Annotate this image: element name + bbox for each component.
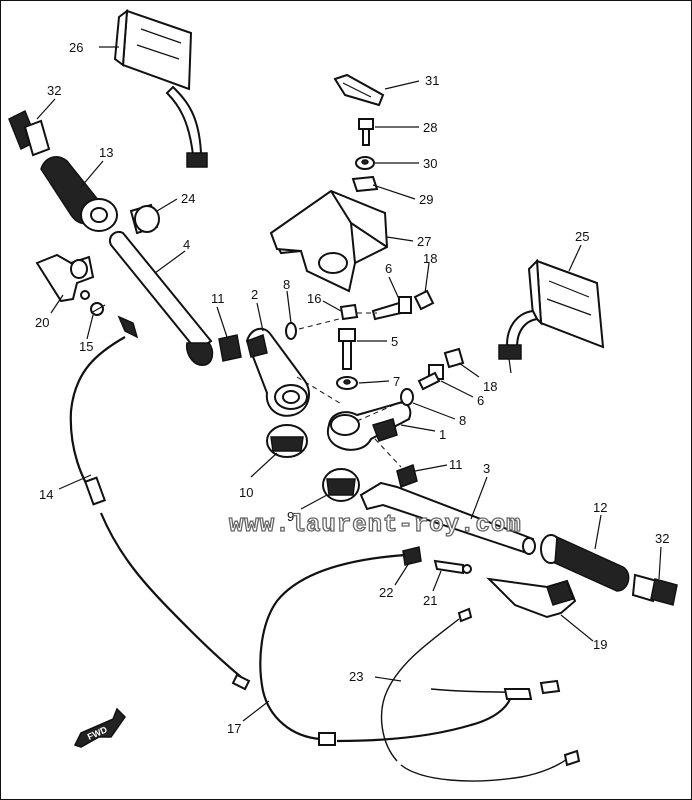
callout-2: 2 xyxy=(251,287,258,302)
nut-18-right xyxy=(443,347,465,369)
callout-32-left: 32 xyxy=(47,83,61,98)
adjuster-22 xyxy=(402,546,422,566)
lever-holder xyxy=(35,253,95,303)
upper-handlebar-holder xyxy=(269,189,389,293)
emblem xyxy=(333,73,385,107)
callout-22: 22 xyxy=(379,585,393,600)
callout-31: 31 xyxy=(425,73,439,88)
callout-6-top: 6 xyxy=(385,261,392,276)
damper-10 xyxy=(266,424,308,458)
callout-1: 1 xyxy=(439,427,446,442)
right-mirror xyxy=(498,258,605,374)
callout-9: 9 xyxy=(287,509,294,524)
washer-8-right xyxy=(400,388,414,406)
callout-10: 10 xyxy=(239,485,253,500)
callout-17: 17 xyxy=(227,721,241,736)
fwd-label: FWD xyxy=(86,724,109,742)
choke-cable xyxy=(380,607,581,782)
callout-11-left: 11 xyxy=(211,291,225,306)
fwd-direction-arrow: FWD xyxy=(73,707,126,748)
callout-18-right: 18 xyxy=(483,379,497,394)
callout-29: 29 xyxy=(419,192,433,207)
throttle-cable xyxy=(69,315,251,691)
callout-24: 24 xyxy=(181,191,195,206)
callout-21: 21 xyxy=(423,593,437,608)
callout-7: 7 xyxy=(393,374,400,389)
left-lower-holder xyxy=(245,327,310,417)
nut-29 xyxy=(351,175,379,193)
callout-32-right: 32 xyxy=(655,531,669,546)
left-mirror xyxy=(113,8,208,168)
callout-26: 26 xyxy=(69,40,83,55)
callout-4: 4 xyxy=(183,237,190,252)
left-bar-end-weight xyxy=(8,109,51,157)
callout-30: 30 xyxy=(423,156,437,171)
clutch-lever-holder xyxy=(486,577,577,619)
washer-7 xyxy=(336,376,358,390)
collar xyxy=(129,203,160,235)
left-handlebar xyxy=(109,231,214,366)
bolt-6-right xyxy=(417,364,444,391)
top-bolt xyxy=(358,118,374,146)
damper-11-right xyxy=(396,464,418,488)
throttle-grip xyxy=(40,156,118,232)
washer-8-top xyxy=(285,322,297,340)
nut-18-top xyxy=(413,289,435,311)
callout-23: 23 xyxy=(349,669,363,684)
callout-14: 14 xyxy=(39,487,53,502)
damper-9 xyxy=(322,468,360,502)
callout-11-right: 11 xyxy=(449,457,463,472)
callout-3: 3 xyxy=(483,461,490,476)
callout-12: 12 xyxy=(593,500,607,515)
washer-30 xyxy=(355,156,375,170)
bolt-6-top xyxy=(371,296,412,321)
callout-5: 5 xyxy=(391,334,398,349)
cable-end-21 xyxy=(433,559,472,575)
clutch-cable xyxy=(259,553,513,746)
callout-6-right: 6 xyxy=(477,393,484,408)
right-lower-holder xyxy=(326,401,412,451)
right-grip xyxy=(540,534,630,592)
right-bar-end-weight xyxy=(631,573,678,606)
callout-28: 28 xyxy=(423,120,437,135)
callout-16: 16 xyxy=(307,291,321,306)
callout-8-right: 8 xyxy=(459,413,466,428)
damper-11-left xyxy=(218,334,242,362)
callout-19: 19 xyxy=(593,637,607,652)
callout-20: 20 xyxy=(35,315,49,330)
callout-18-top: 18 xyxy=(423,251,437,266)
bolt-5 xyxy=(338,328,356,370)
callout-15: 15 xyxy=(79,339,93,354)
watermark-text: www.laurent-roy.com xyxy=(229,512,522,539)
callout-13: 13 xyxy=(99,145,113,160)
nut-16 xyxy=(339,303,359,321)
screw-15 xyxy=(90,302,106,316)
callout-8-top: 8 xyxy=(283,277,290,292)
right-handlebar xyxy=(359,481,536,555)
callout-25: 25 xyxy=(575,229,589,244)
callout-27: 27 xyxy=(417,234,431,249)
